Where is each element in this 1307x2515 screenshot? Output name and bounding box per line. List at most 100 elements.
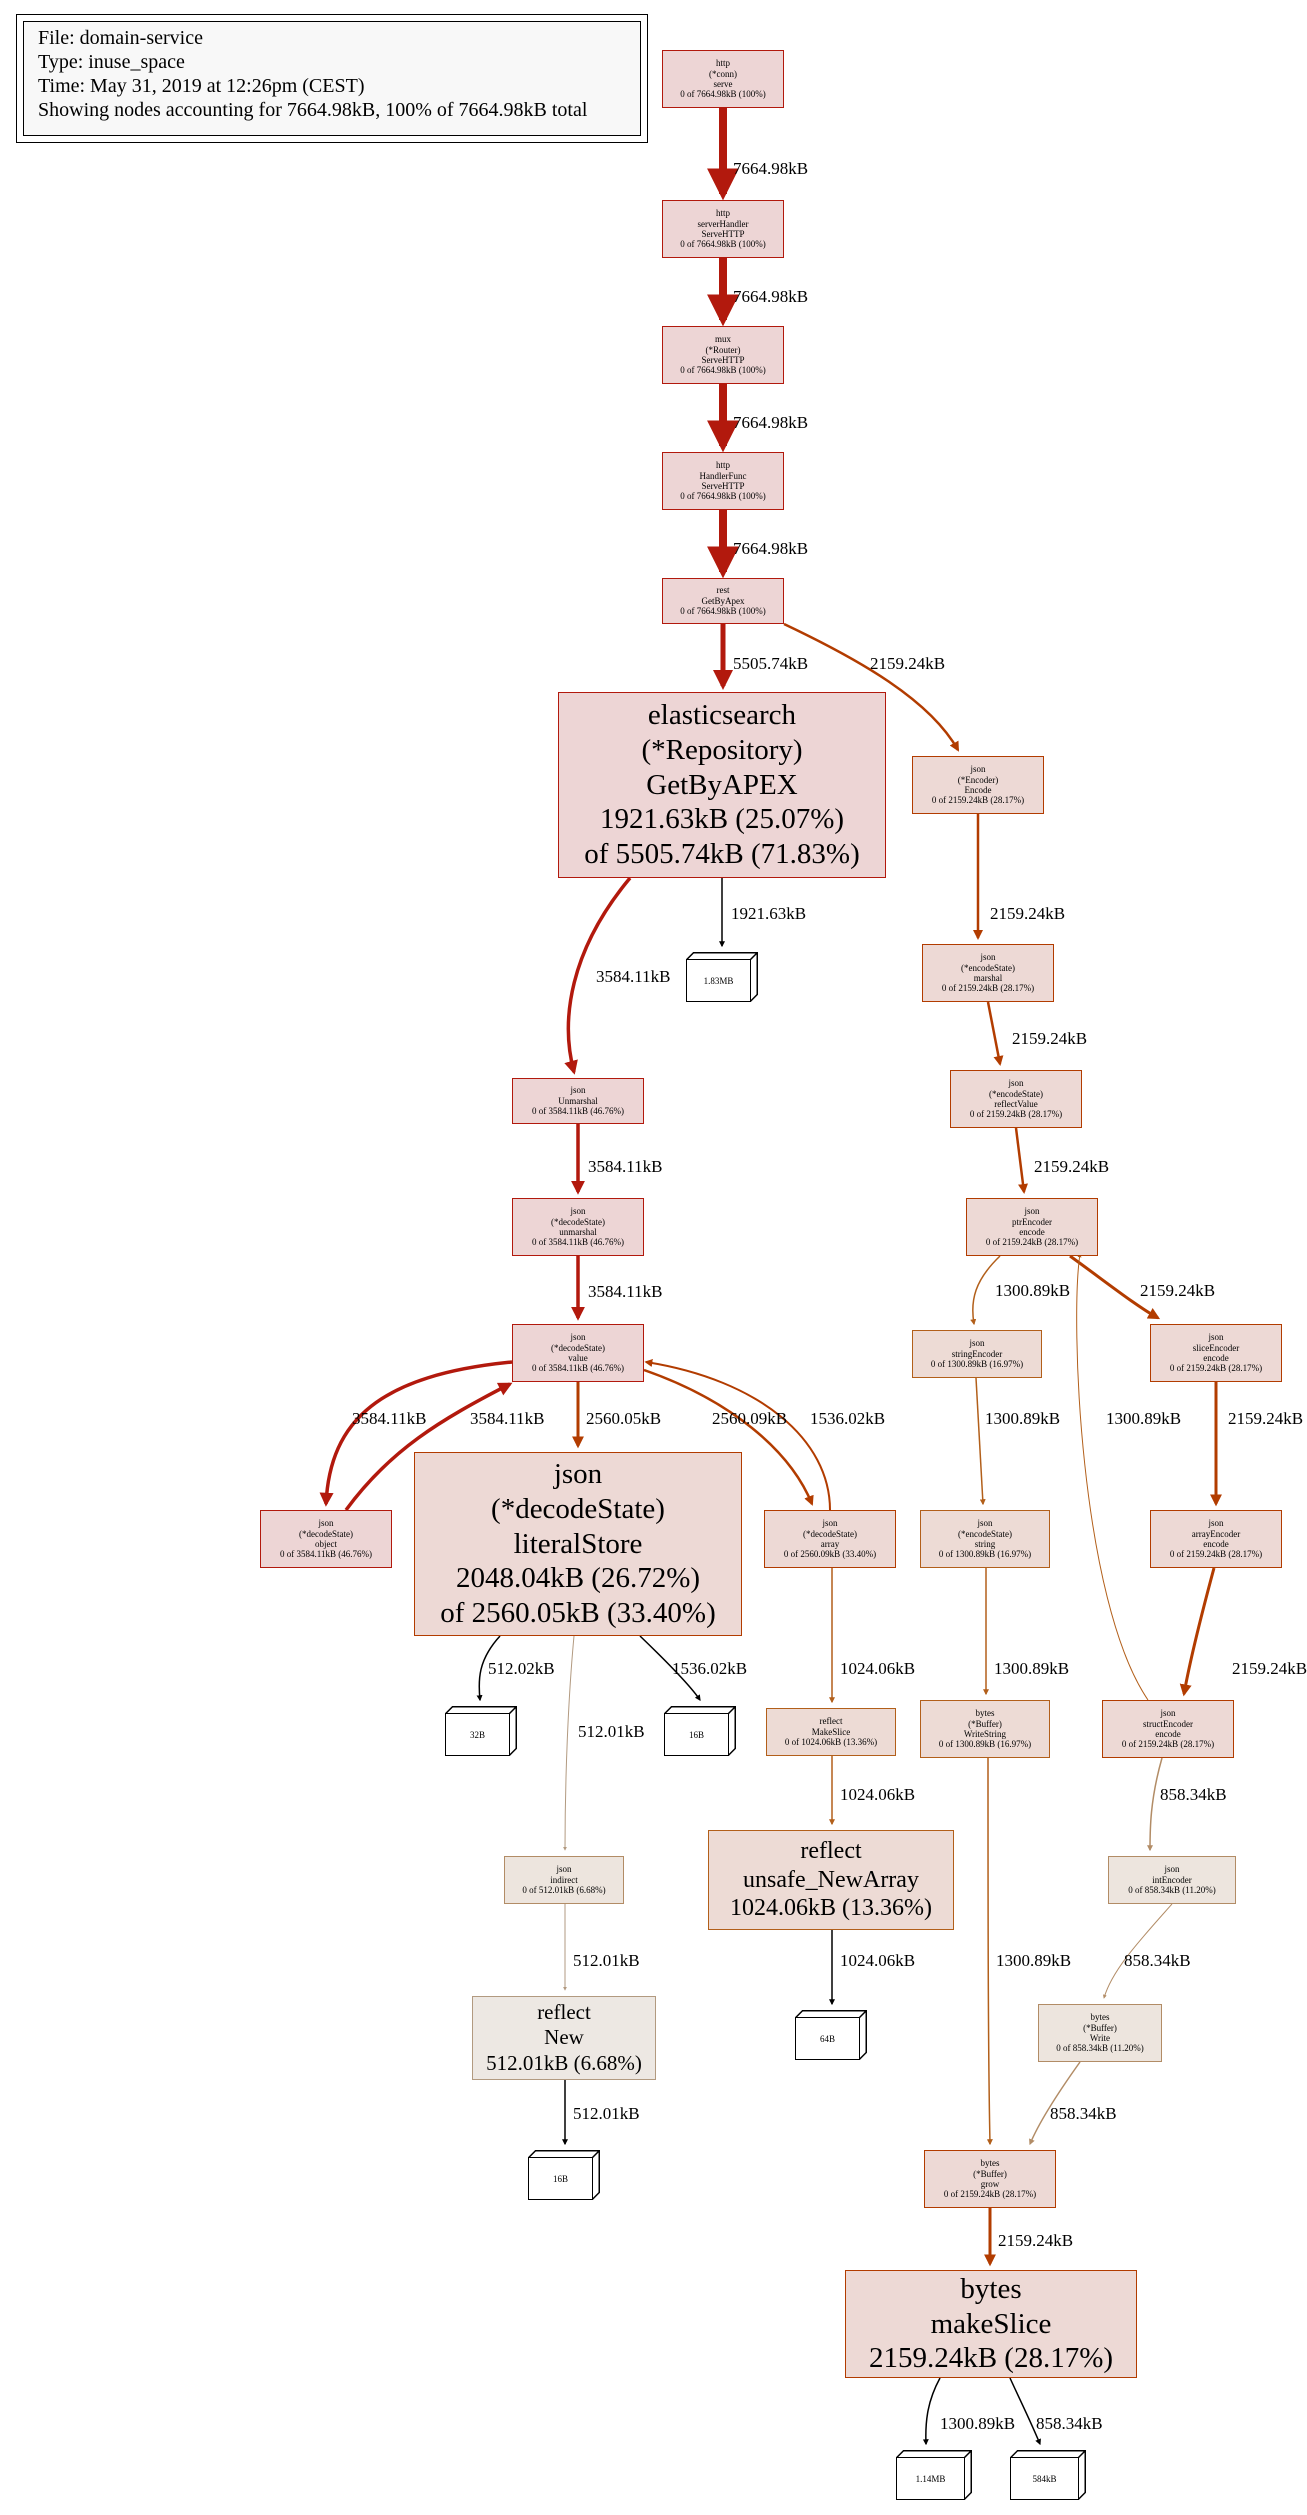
node-line: ptrEncoder bbox=[1012, 1216, 1052, 1227]
node-line: bytes bbox=[960, 2272, 1022, 2305]
node-line: json bbox=[977, 1518, 993, 1529]
node-line: 0 of 2159.24kB (28.17%) bbox=[931, 795, 1025, 806]
node-line: (*encodeState) bbox=[961, 962, 1015, 973]
edge-label: 3584.11kB bbox=[588, 1157, 663, 1176]
node-line: 0 of 7664.98kB (100%) bbox=[680, 491, 766, 502]
edge-n14-to-n19 bbox=[975, 1377, 986, 1506]
edge-label: 1300.89kB bbox=[994, 1659, 1070, 1678]
leaf-allocation-box[interactable]: 16B bbox=[664, 1706, 736, 1756]
node-line: GetByAPEX bbox=[646, 768, 798, 801]
node-line: (*Buffer) bbox=[1083, 2022, 1117, 2033]
node-line: bytes bbox=[980, 2158, 1000, 2169]
edge-label: 3584.11kB bbox=[596, 967, 671, 986]
node-line: 1024.06kB (13.36%) bbox=[730, 1895, 932, 1922]
leaf-label: 16B bbox=[528, 2157, 593, 2200]
node-line: makeSlice bbox=[930, 2307, 1052, 2340]
node-line: 0 of 7664.98kB (100%) bbox=[680, 365, 766, 376]
node-line: 0 of 2159.24kB (28.17%) bbox=[985, 1237, 1079, 1248]
node-line: 0 of 2159.24kB (28.17%) bbox=[943, 2189, 1037, 2200]
node-line: json bbox=[570, 1332, 586, 1343]
leaf-allocation-box[interactable]: 32B bbox=[445, 1706, 517, 1756]
edge-label: 512.02kB bbox=[488, 1659, 555, 1678]
legend-box: File: domain-service Type: inuse_space T… bbox=[16, 14, 648, 143]
leaf-allocation-box[interactable]: 1.14MB bbox=[896, 2450, 972, 2500]
node-line: 2159.24kB (28.17%) bbox=[868, 2342, 1114, 2375]
node-line: 1921.63kB (25.07%) bbox=[599, 803, 845, 836]
node-line: 0 of 3584.11kB (46.76%) bbox=[532, 1363, 624, 1374]
edge-n17-to-l2 bbox=[476, 1635, 501, 1702]
leaf-allocation-box[interactable]: 64B bbox=[795, 2010, 867, 2060]
node-line: (*Repository) bbox=[641, 733, 803, 766]
node-line: http bbox=[715, 460, 730, 471]
node-line: 0 of 2159.24kB (28.17%) bbox=[1169, 1549, 1263, 1560]
node-line: object bbox=[315, 1539, 337, 1549]
node-line: (*decodeState) bbox=[551, 1216, 605, 1227]
edge-label: 5505.74kB bbox=[733, 654, 809, 673]
node-line: bytes bbox=[975, 1708, 995, 1719]
leaf-label: 16B bbox=[664, 1713, 729, 1756]
edge-n26-to-n28 bbox=[1102, 1903, 1173, 1999]
leaf-allocation-box[interactable]: 1.83MB bbox=[686, 952, 758, 1002]
edge-n13-to-n18 bbox=[643, 1368, 814, 1506]
leaf-allocation-box[interactable]: 16B bbox=[528, 2150, 600, 2200]
node-line: 0 of 1300.89kB (16.97%) bbox=[938, 1739, 1032, 1750]
leaf-allocation-box[interactable]: 584kB bbox=[1010, 2450, 1086, 2500]
edge-n23-to-n26 bbox=[1147, 1757, 1163, 1852]
node-line: json bbox=[556, 1864, 572, 1875]
node-line: Write bbox=[1089, 2033, 1111, 2043]
leaf-label: 1.83MB bbox=[686, 959, 751, 1002]
node-line: rest bbox=[716, 585, 730, 596]
node-line: 0 of 1300.89kB (16.97%) bbox=[930, 1359, 1024, 1370]
edge-n28-to-n29 bbox=[1029, 2061, 1081, 2146]
node-line: json bbox=[1208, 1518, 1224, 1529]
node-line: encode bbox=[1019, 1227, 1045, 1237]
edge-n20-to-n23 bbox=[1179, 1567, 1216, 1697]
legend-time: Time: May 31, 2019 at 12:26pm (CEST) bbox=[38, 75, 365, 97]
node-line: ServeHTTP bbox=[701, 355, 745, 365]
node-line: json bbox=[318, 1518, 334, 1529]
edge-label: 2560.05kB bbox=[586, 1409, 662, 1428]
edge-label: 858.34kB bbox=[1160, 1785, 1227, 1804]
edge-label: 1536.02kB bbox=[810, 1409, 886, 1428]
node-line: json bbox=[1208, 1332, 1224, 1343]
node-line: Unmarshal bbox=[558, 1095, 598, 1106]
node-line: (*decodeState) bbox=[299, 1528, 353, 1539]
node-line: of 5505.74kB (71.83%) bbox=[584, 838, 860, 871]
node-line: encode bbox=[1203, 1539, 1229, 1549]
node-line: (*decodeState) bbox=[551, 1342, 605, 1353]
node-line: HandlerFunc bbox=[699, 470, 747, 481]
node-line: bytes bbox=[1090, 2012, 1110, 2023]
node-line: json bbox=[1024, 1206, 1040, 1217]
node-line: 0 of 7664.98kB (100%) bbox=[680, 606, 766, 617]
